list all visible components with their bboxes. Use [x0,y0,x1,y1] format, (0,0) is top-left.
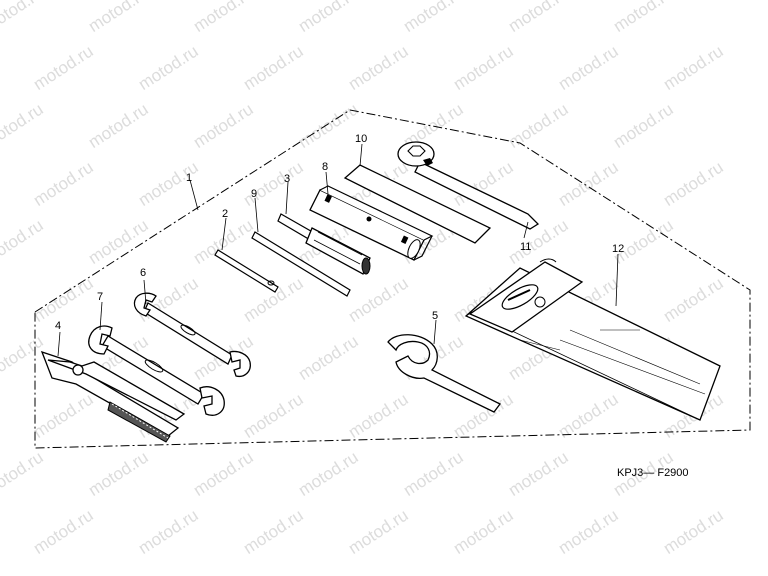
extension-bar [251,231,351,297]
callout-8: 8 [322,161,328,173]
open-end-wrench-small [133,292,251,378]
callout-5: 5 [432,310,438,322]
leader-lines [57,143,619,357]
callout-6: 6 [140,267,146,279]
callout-12: 12 [612,243,624,255]
callout-11: 11 [520,241,531,253]
kit-outline [34,109,751,449]
pliers [40,350,186,443]
pin-spanner [387,334,501,413]
ring-wrench [397,141,540,230]
callout-7: 7 [97,291,103,303]
callout-4: 4 [55,320,61,332]
callout-9: 9 [251,188,257,200]
screwdriver-handle [277,213,371,275]
callout-3: 3 [284,173,290,185]
spoke-wrench-bar [343,164,492,244]
drawing-code: KPJ3— F2900 [617,467,689,479]
tool-bag [464,258,721,421]
box-socket-wrench [309,185,434,261]
callout-1: 1 [186,172,192,184]
callout-numbers: 1 2 3 4 5 6 7 8 9 10 11 12 [55,133,624,332]
callout-10: 10 [355,133,367,145]
open-end-wrench-large [88,325,225,416]
callout-2: 2 [222,208,228,220]
screwdriver-blade [214,249,279,293]
